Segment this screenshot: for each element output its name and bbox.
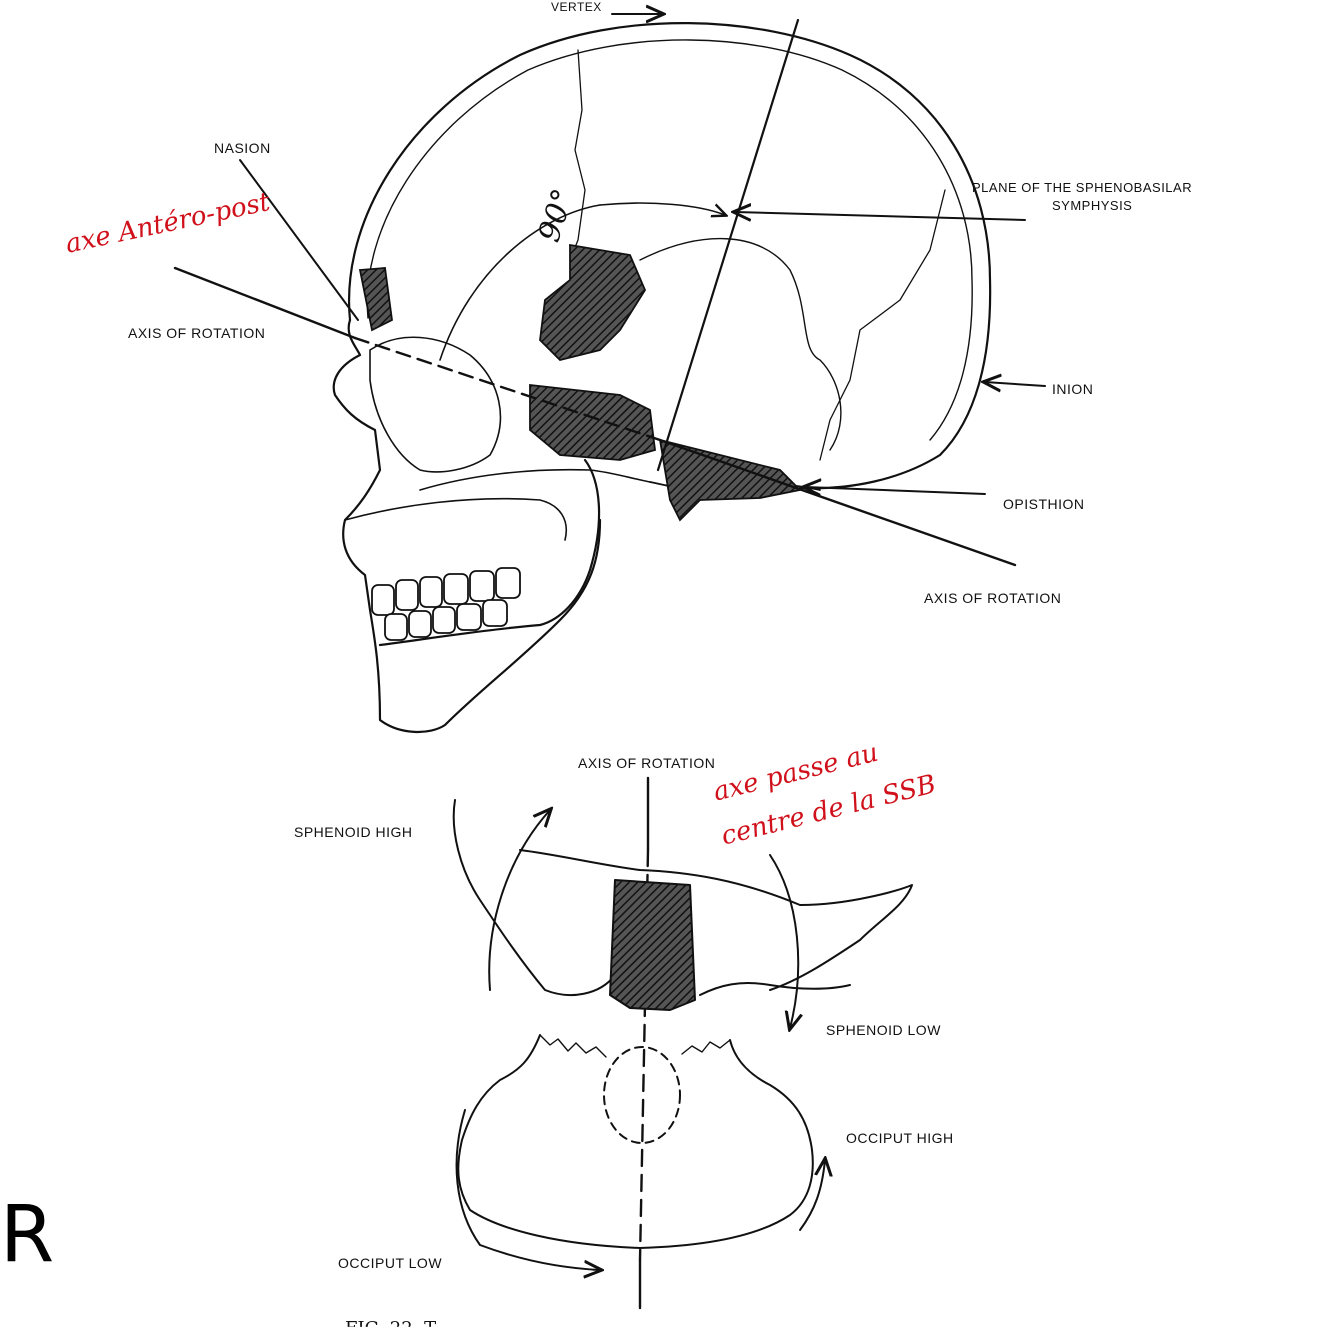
cranial-vault-outer [349,23,990,488]
occipital-serration [540,1035,730,1057]
axis-rotation-left-label: AXIS OF ROTATION [128,325,265,341]
sphenobasilar-superior-view [454,778,912,1308]
plane-label-line2: SYMPHYSIS [1052,198,1132,213]
temporal-squama [640,239,841,450]
axis-rotation-bottom-label: AXIS OF ROTATION [578,755,715,771]
occiput-low-arrow [457,1110,600,1270]
occiput-high-label: OCCIPUT HIGH [846,1130,954,1146]
occiput-low-label: OCCIPUT LOW [338,1255,442,1271]
lambdoid-suture [820,190,945,460]
inion-label: INION [1052,381,1093,397]
sphenoid-low-arrow [770,855,798,1028]
angle-arc-right [600,203,725,215]
zygomatic-arch [420,470,650,490]
plane-label-line1: PLANE OF THE SPHENOBASILAR [972,180,1192,195]
sphenoid-low-label: SPHENOID LOW [826,1022,941,1038]
coronal-suture [570,50,585,260]
opisthion-arrow [805,487,985,494]
sphenoid-upper-outline [520,850,912,990]
cranial-vault-inner [367,40,972,440]
maxilla [345,499,566,540]
axis-of-rotation-dashed [355,338,660,440]
nasion-label: NASION [214,140,271,156]
corner-letter: R [0,1190,54,1280]
axis-of-rotation-line-right [660,440,1015,565]
inion-arrow [985,382,1045,386]
vertex-label: VERTEX [551,0,602,14]
nasion-pointer [240,160,358,320]
sphenoid-high-label: SPHENOID HIGH [294,824,413,840]
sphenoid-high-arrow [489,810,550,990]
orbit [370,337,500,472]
sphenoid-body [610,880,695,1010]
axis-rotation-right-label: AXIS OF ROTATION [924,590,1061,606]
facial-profile [334,320,600,732]
sphenoid-shading [360,245,800,520]
opisthion-label: OPISTHION [1003,496,1085,512]
